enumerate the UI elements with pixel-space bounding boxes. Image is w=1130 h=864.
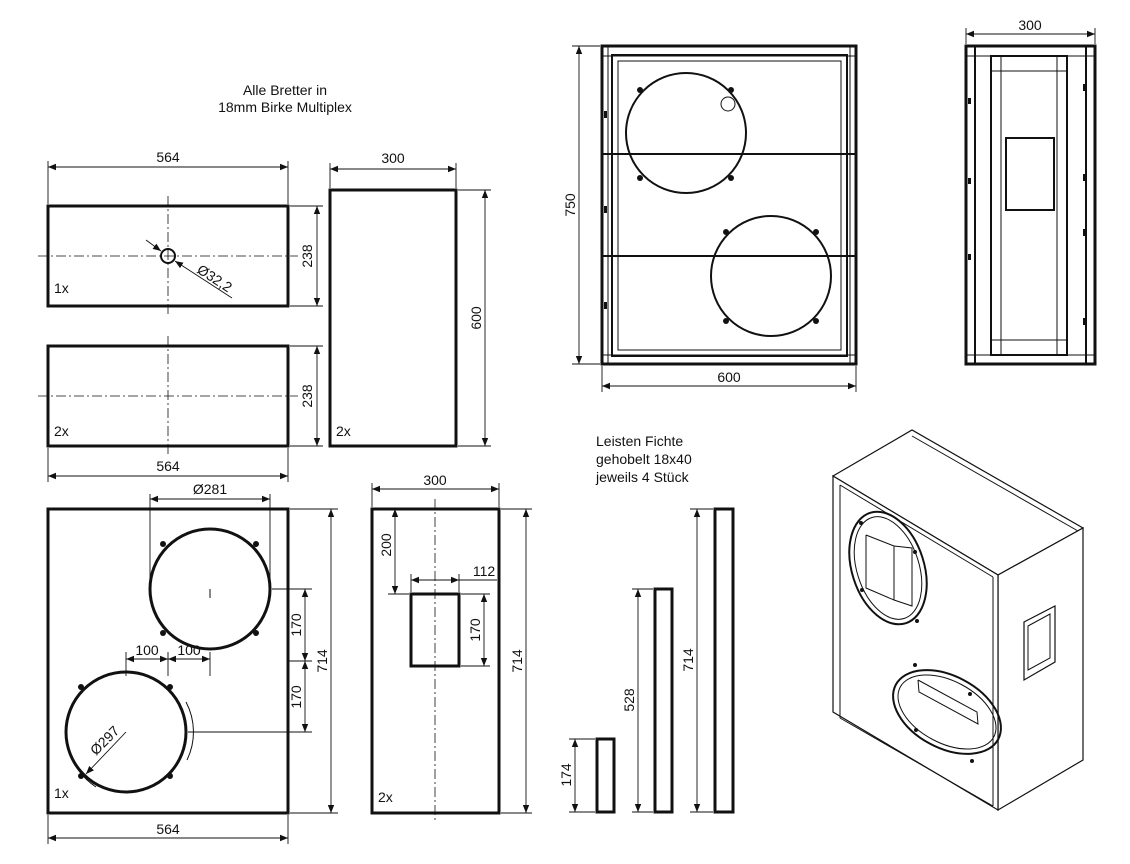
- side-panel: 2x 300 600: [328, 150, 491, 448]
- rear-height-label: 714: [509, 649, 525, 673]
- top-panel-width-label: 564: [156, 149, 180, 165]
- baffle-qty: 1x: [54, 785, 69, 801]
- upper-hole-offset-label: 100: [177, 642, 201, 658]
- side-assembly-view: 300: [964, 17, 1097, 366]
- rear-panel: 300 200 112 170 714 2x: [370, 472, 532, 823]
- lower-hole-diameter-label: Ø297: [87, 722, 123, 758]
- side-panel-height-label: 600: [468, 306, 484, 330]
- material-note-line2: 18mm Birke Multiplex: [218, 99, 352, 115]
- bottom-panel-qty: 2x: [54, 423, 69, 439]
- batten-long-length: 714: [680, 648, 696, 672]
- upper-vertical-label: 170: [288, 613, 304, 637]
- rear-width-label: 300: [423, 472, 447, 488]
- baffle-width-label: 564: [156, 821, 180, 837]
- batten-short-length: 174: [558, 763, 574, 787]
- cutout-width-label: 112: [473, 563, 496, 579]
- isometric-view: [831, 429, 1085, 812]
- lower-vertical-label: 170: [288, 685, 304, 709]
- side-view-width-label: 300: [1018, 17, 1042, 33]
- rear-cutout: [409, 592, 461, 668]
- top-panel-depth-label: 238: [299, 244, 315, 268]
- rear-panel-qty: 2x: [378, 789, 393, 805]
- front-height-label: 750: [562, 193, 578, 217]
- battens-note-line3: jeweils 4 Stück: [595, 469, 690, 485]
- port-hole: [160, 248, 176, 264]
- bottom-panel-width-label: 564: [156, 458, 180, 474]
- material-note-line1: Alle Bretter in: [243, 82, 327, 98]
- baffle-panel: Ø297 Ø281 100 100 170 170 714 564 1x: [46, 481, 338, 844]
- side-panel-qty: 2x: [336, 423, 351, 439]
- port-diameter-label: Ø32,2: [194, 261, 235, 295]
- batten-long: 714: [680, 507, 735, 814]
- front-width-label: 600: [717, 369, 741, 385]
- cutout-height-label: 170: [467, 618, 483, 642]
- top-panel-qty: 1x: [54, 280, 69, 296]
- bottom-panel-depth-label: 238: [299, 384, 315, 408]
- batten-mid: 528: [621, 587, 674, 814]
- battens-note-line2: gehobelt 18x40: [596, 451, 692, 467]
- lower-hole-offset-label: 100: [135, 642, 159, 658]
- upper-hole-diameter-label: Ø281: [193, 481, 227, 497]
- bottom-panel: 2x 238 564: [38, 336, 323, 482]
- cutout-top-label: 200: [378, 533, 394, 557]
- batten-mid-length: 528: [621, 688, 637, 712]
- top-panel: Ø32,2 1x 564 238: [38, 149, 323, 316]
- baffle-height-label: 714: [314, 649, 330, 673]
- battens-note-line1: Leisten Fichte: [596, 433, 683, 449]
- batten-short: 174: [558, 737, 616, 814]
- front-assembly-view: 750 600: [562, 44, 858, 392]
- side-panel-width-label: 300: [381, 150, 405, 166]
